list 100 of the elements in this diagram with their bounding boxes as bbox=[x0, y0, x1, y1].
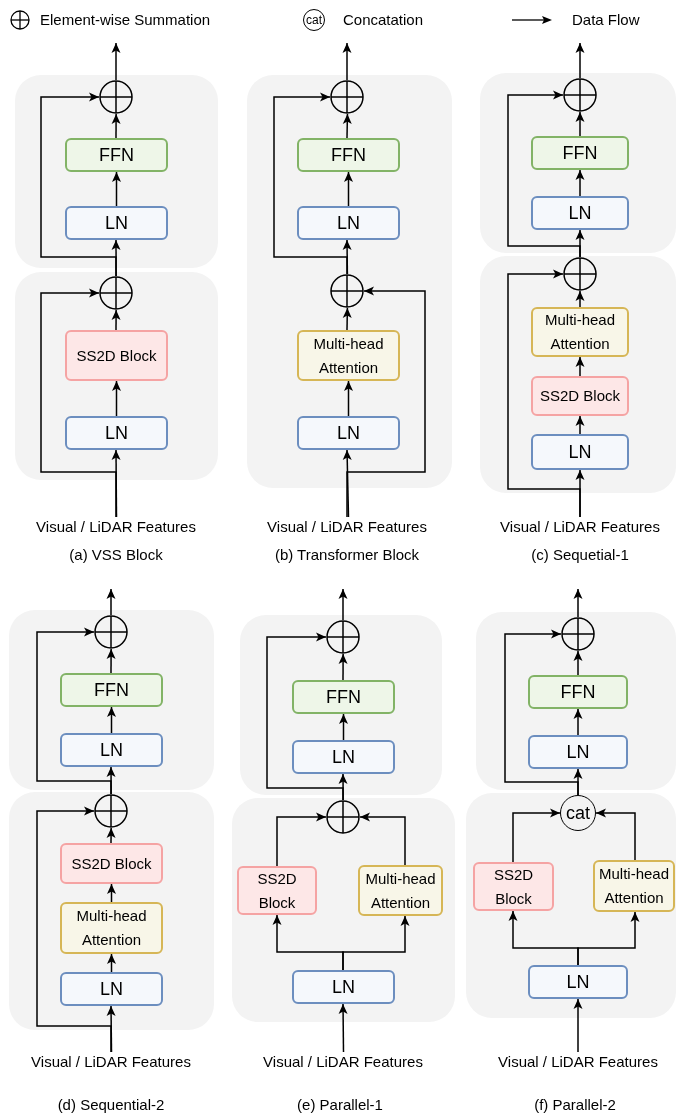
arrow bbox=[273, 92, 348, 275]
legend-label: Data Flow bbox=[572, 9, 640, 30]
layer-norm-box: LN bbox=[528, 735, 628, 769]
arrow bbox=[112, 171, 121, 207]
arrow bbox=[106, 588, 116, 616]
block-panel bbox=[240, 615, 442, 795]
arrow bbox=[276, 812, 327, 867]
block-panel bbox=[15, 272, 218, 480]
ss2d-block-box: SS2D Block bbox=[65, 330, 168, 381]
arrow bbox=[342, 113, 352, 139]
arrow bbox=[575, 111, 585, 137]
arrow bbox=[111, 309, 121, 331]
arrow bbox=[266, 632, 344, 801]
arrow bbox=[112, 380, 121, 417]
block-panel bbox=[247, 75, 452, 488]
layer-norm-box: LN bbox=[65, 416, 168, 450]
figure-caption: (c) Sequetial-1 bbox=[530, 545, 630, 565]
arrow bbox=[344, 380, 353, 417]
layer-norm-box: LN bbox=[65, 206, 168, 240]
layer-norm-box: LN bbox=[528, 965, 628, 999]
input-label: Visual / LiDAR Features bbox=[16, 517, 216, 537]
arrow bbox=[107, 706, 116, 734]
figure-caption: (f) Parallel-2 bbox=[533, 1095, 617, 1115]
arrow bbox=[512, 808, 561, 863]
summation-circle bbox=[563, 257, 597, 291]
arrow bbox=[575, 415, 585, 435]
summation-circle bbox=[561, 617, 595, 651]
legend-label: Concatation bbox=[343, 9, 424, 30]
arrow bbox=[111, 42, 121, 81]
arrow bbox=[573, 998, 583, 1053]
summation-circle bbox=[94, 794, 128, 828]
layer-norm-box: LN bbox=[292, 740, 395, 774]
attention-box: Multi-head Attention bbox=[297, 330, 400, 381]
layer-norm-box: LN bbox=[60, 972, 163, 1006]
arrow bbox=[338, 653, 348, 681]
figure-caption: (a) VSS Block bbox=[68, 545, 164, 565]
input-label: Visual / LiDAR Features bbox=[480, 1052, 676, 1072]
arrow bbox=[595, 808, 636, 861]
ffn-box: FFN bbox=[528, 675, 628, 709]
layer-norm-box: LN bbox=[60, 733, 163, 767]
arrow bbox=[342, 42, 352, 81]
layer-norm-box: LN bbox=[531, 434, 629, 470]
ss2d-block-box: SS2D Block bbox=[237, 866, 317, 915]
legend-label: Element-wise Summation bbox=[40, 9, 211, 30]
figure-caption: (e) Parallel-1 bbox=[296, 1095, 384, 1115]
arrow bbox=[342, 915, 410, 971]
arrow bbox=[577, 911, 640, 966]
arrow bbox=[573, 588, 583, 618]
arrow bbox=[36, 806, 112, 1053]
attention-box: Multi-head Attention bbox=[593, 860, 675, 912]
arrow bbox=[40, 288, 117, 518]
arrow bbox=[573, 650, 583, 676]
arrow bbox=[573, 708, 583, 736]
ffn-box: FFN bbox=[60, 673, 163, 707]
arrow bbox=[575, 42, 585, 79]
summation-circle bbox=[94, 615, 128, 649]
layer-norm-box: LN bbox=[297, 206, 400, 240]
input-label: Visual / LiDAR Features bbox=[11, 1052, 211, 1072]
ffn-box: FFN bbox=[65, 138, 168, 172]
attention-box: Multi-head Attention bbox=[358, 865, 443, 916]
ss2d-block-box: SS2D Block bbox=[531, 376, 629, 416]
arrow bbox=[346, 286, 426, 518]
arrow bbox=[575, 356, 585, 377]
layer-norm-box: LN bbox=[531, 196, 629, 230]
layer-norm-box: LN bbox=[297, 416, 400, 450]
arrow bbox=[36, 627, 112, 795]
block-panel bbox=[476, 612, 676, 790]
summation-circle bbox=[330, 80, 364, 114]
arrow bbox=[504, 629, 579, 796]
input-label: Visual / LiDAR Features bbox=[484, 517, 676, 537]
input-label: Visual / LiDAR Features bbox=[247, 517, 447, 537]
summation-circle bbox=[326, 620, 360, 654]
arrow bbox=[106, 648, 116, 674]
block-panel bbox=[232, 798, 455, 1022]
attention-box: Multi-head Attention bbox=[531, 307, 629, 357]
arrow bbox=[107, 883, 116, 903]
arrow bbox=[40, 92, 117, 277]
arrow bbox=[359, 812, 406, 866]
block-panel bbox=[480, 73, 676, 253]
arrow bbox=[507, 90, 581, 258]
arrow bbox=[339, 713, 348, 741]
figure-caption: (d) Sequential-2 bbox=[56, 1095, 166, 1115]
block-panel bbox=[9, 610, 214, 790]
layer-norm-box: LN bbox=[292, 970, 395, 1004]
summation-circle bbox=[330, 274, 364, 308]
arrow bbox=[106, 827, 116, 844]
ffn-box: FFN bbox=[531, 136, 629, 170]
block-panel bbox=[466, 793, 676, 1018]
ffn-box: FFN bbox=[292, 680, 395, 714]
attention-box: Multi-head Attention bbox=[60, 902, 163, 954]
arrow bbox=[507, 269, 581, 518]
ss2d-block-box: SS2D Block bbox=[473, 862, 554, 911]
ss2d-block-box: SS2D Block bbox=[60, 843, 163, 884]
arrow bbox=[344, 171, 353, 207]
arrow bbox=[338, 1003, 348, 1053]
summation-circle bbox=[563, 78, 597, 112]
block-panel bbox=[480, 256, 676, 493]
input-label: Visual / LiDAR Features bbox=[243, 1052, 443, 1072]
block-panel bbox=[15, 75, 218, 268]
arrow bbox=[342, 307, 352, 331]
